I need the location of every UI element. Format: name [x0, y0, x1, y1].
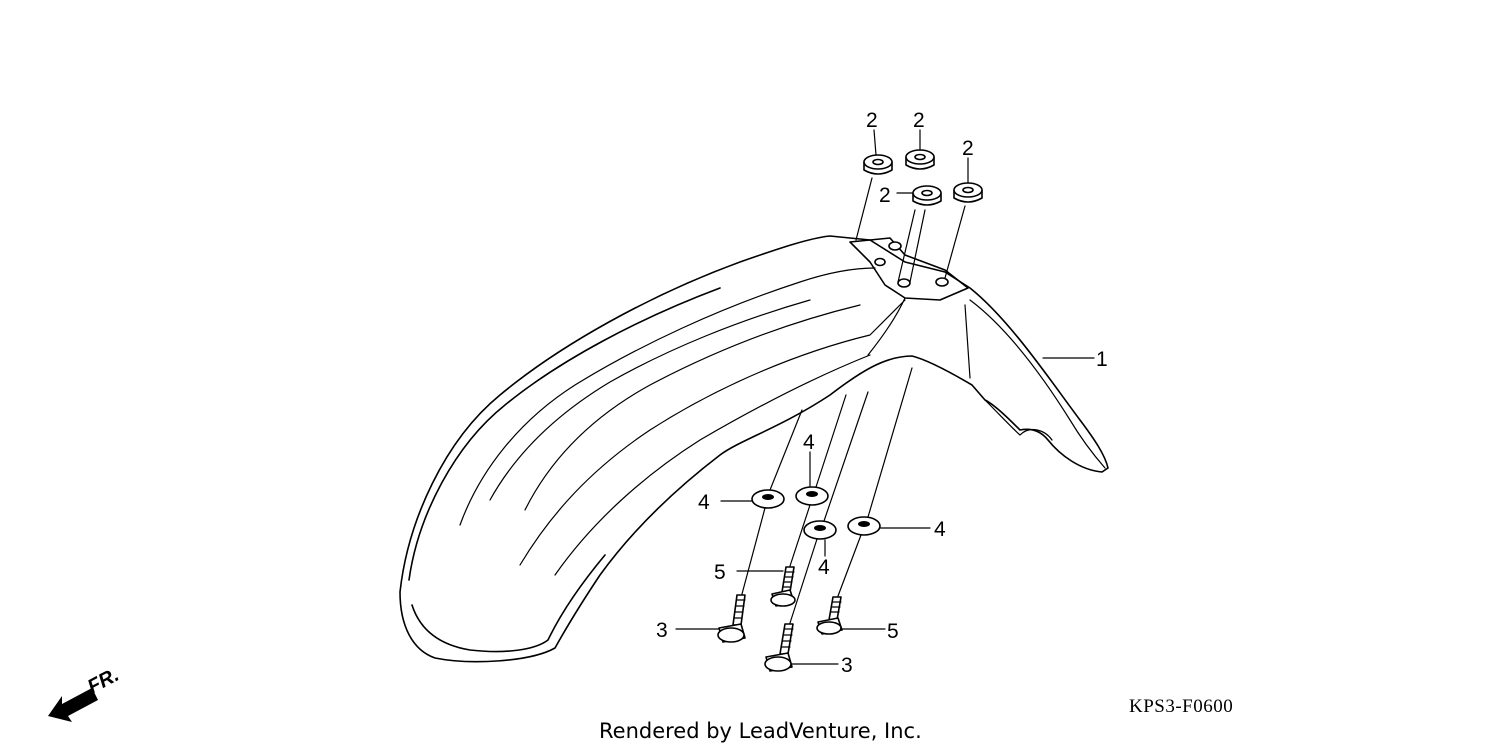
washer-c — [803, 520, 837, 540]
front-direction-indicator: FR. — [48, 664, 123, 722]
fender-rib-1 — [459, 267, 876, 526]
callout-4d: 4 — [934, 518, 946, 541]
callout-4b: 4 — [803, 431, 815, 454]
washer-d — [847, 516, 881, 536]
grommets — [855, 149, 983, 283]
callout-2a: 2 — [866, 109, 878, 132]
render-credit: Rendered by LeadVenture, Inc. — [599, 719, 922, 743]
washers — [751, 367, 913, 540]
grommet-a — [863, 154, 893, 175]
washer-a — [751, 489, 785, 509]
bolt-5b — [816, 596, 843, 635]
fender-rib-3 — [524, 304, 861, 511]
callout-2d: 2 — [879, 184, 891, 207]
fender-hole-4 — [874, 257, 886, 267]
bolt-5a — [770, 566, 796, 607]
callout-5a: 5 — [714, 561, 726, 584]
fender-hole-2 — [935, 277, 949, 287]
fender-hole-3 — [897, 278, 911, 288]
bolts — [717, 504, 862, 672]
front-fender — [399, 235, 1109, 663]
callout-2b: 2 — [913, 109, 925, 132]
fender-rib-4 — [519, 299, 906, 566]
arrow-down-left-icon — [48, 688, 98, 722]
fender-front-side — [964, 304, 971, 379]
fender-front-crease — [867, 297, 906, 356]
fender-edge-line — [411, 554, 606, 653]
fender-inner-rim — [408, 287, 721, 581]
fender-rib-5 — [554, 354, 871, 576]
fender-rib-2 — [489, 299, 811, 501]
callout-labels: 2 2 2 2 1 4 4 4 4 5 3 5 3 — [656, 109, 1108, 677]
callout-5b: 5 — [887, 620, 899, 643]
bolt-3b — [764, 623, 794, 672]
callout-4c: 4 — [818, 556, 830, 579]
washer-b — [795, 486, 829, 506]
diagram-code: KPS3-F0600 — [1129, 696, 1233, 717]
bolt-3a — [717, 594, 746, 643]
fender-underside — [984, 399, 1053, 441]
callout-1: 1 — [1096, 348, 1108, 371]
fender-outline — [399, 235, 1109, 663]
callout-leaders — [675, 129, 1095, 665]
grommet-b — [905, 149, 935, 170]
callout-4a: 4 — [698, 491, 710, 514]
fender-front-lip — [969, 299, 1106, 469]
fender-hole-1 — [888, 241, 902, 251]
callout-2c: 2 — [962, 137, 974, 160]
callout-3b: 3 — [841, 654, 853, 677]
callout-3a: 3 — [656, 619, 668, 642]
grommet-c — [912, 185, 942, 206]
grommet-d — [953, 182, 983, 203]
